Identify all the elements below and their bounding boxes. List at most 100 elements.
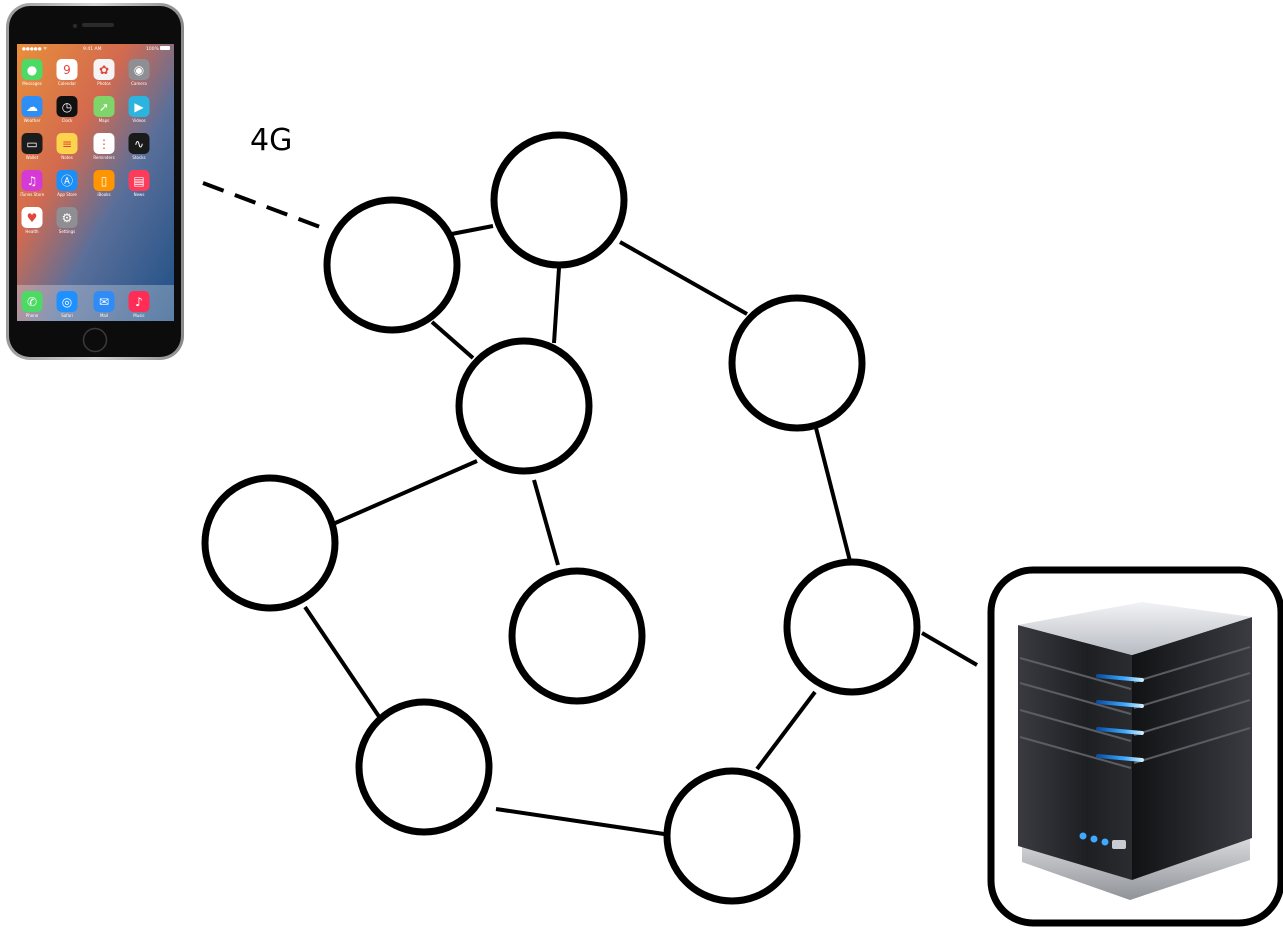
news-icon[interactable]: ▤ News: [128, 170, 150, 197]
health-icon[interactable]: ♥ Health: [21, 207, 43, 234]
app-label: Clock: [62, 118, 74, 123]
phone-glyph: ✆: [27, 295, 37, 309]
network-node: [508, 567, 646, 705]
network-nodes: [201, 131, 921, 905]
news-glyph: ▤: [133, 174, 144, 188]
health-glyph: ♥: [27, 211, 38, 225]
network-edges: [202, 181, 979, 836]
server-status-lights: [1096, 674, 1144, 762]
server: [987, 566, 1283, 927]
server-tower-icon: [1018, 602, 1252, 900]
app-label: Mail: [100, 313, 108, 318]
edge-3-5: [332, 459, 478, 526]
edge-2-3: [552, 267, 561, 344]
app-label: Music: [133, 313, 144, 318]
photos-glyph: ✿: [99, 63, 109, 77]
network-node: [490, 131, 628, 269]
app-label: iTunes Store: [20, 192, 45, 197]
app-label: Safari: [61, 313, 73, 318]
drive-bays: [1133, 646, 1251, 764]
app-label: Phone: [26, 313, 39, 318]
mail-icon[interactable]: ✉ Mail: [93, 291, 115, 318]
clock-icon[interactable]: ◷ Clock: [56, 96, 78, 123]
status-battery: 100%: [146, 46, 160, 52]
camera-glyph: ◉: [134, 63, 144, 77]
network-node: [728, 294, 866, 432]
wallet-glyph: ▭: [26, 137, 37, 151]
phone-status-bar: ●●●●● ᯤ 9:41 AM 100%: [22, 46, 170, 52]
app-label: App Store: [57, 192, 77, 197]
edge-5-8: [303, 605, 382, 720]
edge-7-server: [920, 631, 979, 667]
safari-glyph: ◎: [62, 295, 72, 309]
network-node: [783, 558, 921, 696]
server-power-leds: [1079, 832, 1126, 849]
network-node: [455, 337, 593, 475]
messages-glyph: ●: [27, 63, 37, 77]
app-store-glyph: Ⓐ: [61, 174, 73, 188]
settings-glyph: ⚙: [62, 211, 73, 225]
app-label: News: [134, 192, 145, 197]
stocks-icon[interactable]: ∿ Stocks: [128, 133, 150, 160]
app-label: Weather: [24, 118, 41, 123]
carrier-signal: ●●●●● ᯤ: [22, 47, 48, 52]
home-button: [82, 327, 108, 353]
edge-9-7: [755, 690, 817, 771]
app-label: Photos: [97, 81, 111, 86]
maps-glyph: ➚: [99, 100, 109, 114]
calendar-glyph: 9: [63, 63, 71, 77]
wireless-link-4g: [202, 181, 321, 229]
ibooks-glyph: ▯: [101, 174, 108, 188]
link-label-4g: 4G: [250, 123, 292, 158]
reminders-glyph: ⋮: [98, 137, 110, 151]
network-node: [323, 196, 461, 334]
music-glyph: ♪: [135, 295, 143, 309]
clock-glyph: ◷: [62, 100, 73, 114]
phone-icon[interactable]: ✆ Phone: [21, 291, 43, 318]
network-node: [355, 698, 493, 836]
app-label: Camera: [131, 81, 147, 86]
maps-icon[interactable]: ➚ Maps: [93, 96, 115, 123]
app-label: Messages: [22, 81, 42, 86]
reminders-icon[interactable]: ⋮ Reminders: [93, 133, 115, 160]
app-label: Notes: [61, 155, 73, 160]
music-icon[interactable]: ♪ Music: [128, 291, 150, 318]
safari-icon[interactable]: ◎ Safari: [56, 291, 78, 318]
edge-8-9: [495, 807, 665, 836]
edge-4-7: [814, 427, 853, 566]
weather-glyph: ☁: [26, 100, 38, 114]
app-label: Stocks: [132, 155, 145, 160]
settings-icon[interactable]: ⚙ Settings: [56, 207, 78, 234]
notes-glyph: ≡: [62, 137, 72, 151]
dock-apps: ✆ Phone ◎ Safari ✉ Mail ♪ Music: [21, 291, 150, 318]
camera-icon[interactable]: ◉ Camera: [128, 59, 150, 86]
app-label: Health: [25, 229, 39, 234]
notes-icon[interactable]: ≡ Notes: [56, 133, 78, 160]
photos-icon[interactable]: ✿ Photos: [93, 59, 115, 86]
edge-3-6: [532, 479, 560, 566]
app-store-icon[interactable]: Ⓐ App Store: [56, 170, 78, 197]
app-label: Wallet: [26, 155, 39, 160]
edge-1-3: [430, 320, 475, 360]
weather-icon[interactable]: ☁ Weather: [21, 96, 43, 123]
app-label: Videos: [132, 118, 145, 123]
app-label: Maps: [99, 118, 110, 123]
videos-icon[interactable]: ▶Videos: [128, 96, 150, 123]
ibooks-icon[interactable]: ▯ iBooks: [93, 170, 115, 197]
edge-2-4: [619, 240, 748, 316]
app-label: Calendar: [58, 81, 76, 86]
app-label: Reminders: [93, 155, 114, 160]
mail-glyph: ✉: [99, 295, 109, 309]
app-label: iBooks: [97, 192, 110, 197]
wallet-icon[interactable]: ▭ Wallet: [21, 133, 43, 160]
network-node: [201, 474, 339, 612]
app-label: Settings: [59, 229, 75, 234]
itunes-store-icon[interactable]: ♫iTunes Store: [20, 170, 45, 197]
network-node: [663, 767, 801, 905]
messages-icon[interactable]: ● Messages: [21, 59, 43, 86]
stocks-glyph: ∿: [134, 137, 144, 151]
